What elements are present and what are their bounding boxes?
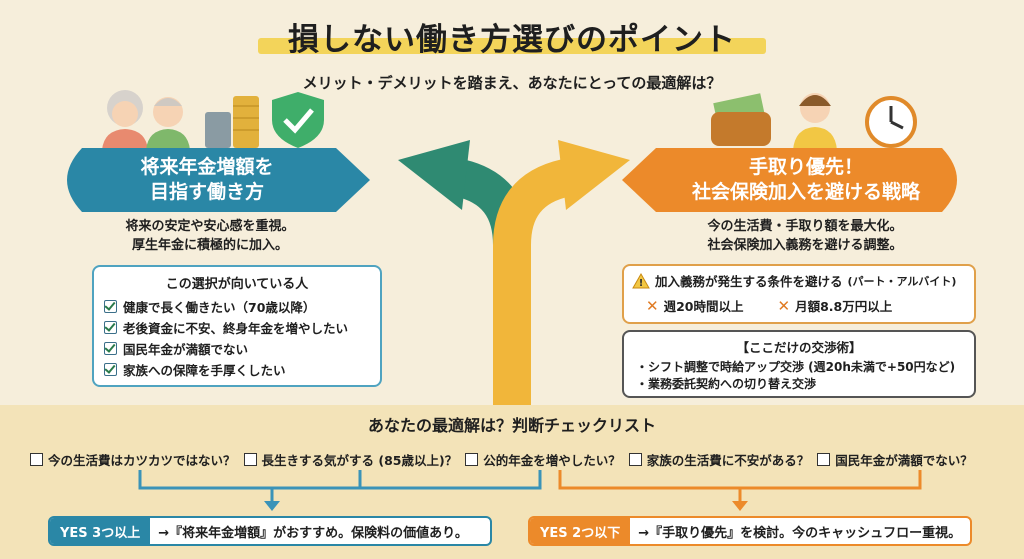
warning-title: 加入義務が発生する条件を避ける (655, 274, 843, 289)
clock-icon (865, 96, 917, 148)
list-item: 家族への保障を手厚くしたい (104, 359, 380, 380)
checkbox-icon (628, 453, 642, 466)
svg-text:!: ! (639, 278, 644, 289)
checkbox-checked-icon (104, 321, 117, 334)
checkbox-checked-icon (104, 363, 117, 376)
checkbox-icon (30, 453, 43, 466)
right-description: 今の生活費・手取り額を最大化。社会保険加入義務を避ける調整。 (707, 219, 903, 253)
list-item: 老後資金に不安、終身年金を増やしたい (104, 317, 380, 338)
left-description: 将来の安定や安心感を重視。厚生年金に積極的に加入。 (125, 219, 295, 253)
tip-item: ・業務委託契約への切り替え交渉 (636, 377, 817, 391)
left-banner-title: 将来年金増額を目指す働き方 (140, 156, 274, 203)
right-banner-shape (622, 148, 957, 212)
seniors-savings-illustration (102, 90, 324, 150)
tip-item: ・シフト調整で時給アップ交渉 (週20h未満で+50円など) (636, 360, 956, 374)
right-banner-title: 手取り優先！社会保険加入を避ける戦略 (691, 156, 920, 203)
list-item: 健康で長く働きたい（70歳以降） (104, 296, 380, 317)
checkbox-icon (243, 453, 257, 466)
warning-icon: ! (632, 272, 650, 289)
right-condition-box: ! 加入義務が発生する条件を避ける (パート・アルバイト) ✕週20時間以上 ✕… (622, 264, 976, 324)
shield-check-icon (272, 92, 324, 148)
tips-title: 【ここだけの交渉術】 (736, 340, 862, 355)
condition-income: ✕月額8.8万円以上 (777, 297, 893, 315)
result-right-tag: YES 2つ以下 (530, 518, 631, 544)
right-tips-box: 【ここだけの交渉術】 ・シフト調整で時給アップ交渉 (週20h未満で+50円など… (622, 330, 976, 398)
checklist-question[interactable]: 今の生活費はカツカツではない？ (30, 450, 236, 469)
wallet-woman-clock-illustration (711, 93, 917, 150)
warning-note: (パート・アルバイト) (847, 274, 957, 288)
checklist-question[interactable]: 国民年金が満額でない？ (817, 450, 973, 469)
page-subtitle: メリット・デメリットを踏まえ、あなたにとっての最適解は？ (302, 74, 722, 92)
checklist-question[interactable]: 公的年金を増やしたい？ (465, 450, 621, 469)
woman-with-phone-icon (793, 93, 837, 150)
cross-icon: ✕ (646, 297, 659, 315)
left-banner-shape (67, 148, 370, 212)
checklist-question[interactable]: 家族の生活費に不安がある？ (628, 450, 809, 469)
result-left-text: →『将来年金増額』がおすすめ。保険料の価値あり。 (158, 525, 468, 541)
checkbox-checked-icon (104, 342, 117, 355)
wallet-cash-icon (711, 93, 771, 146)
left-checklist-box: この選択が向いている人 健康で長く働きたい（70歳以降） 老後資金に不安、終身年… (92, 265, 382, 387)
result-right: YES 2つ以下 →『手取り優先』を検討。今のキャッシュフロー重視。 (528, 516, 972, 546)
checkbox-icon (817, 453, 831, 466)
condition-hours: ✕週20時間以上 (646, 297, 744, 315)
checklist-title: あなたの最適解は？判断チェックリスト (367, 416, 656, 435)
result-left: YES 3つ以上 →『将来年金増額』がおすすめ。保険料の価値あり。 (48, 516, 492, 546)
result-right-text: →『手取り優先』を検討。今のキャッシュフロー重視。 (638, 525, 962, 541)
title-highlight (258, 38, 766, 54)
checklist-question[interactable]: 長生きする気がする (85歳以上)？ (243, 450, 457, 469)
coin-stack-icon (205, 96, 259, 148)
checklist-questions: 今の生活費はカツカツではない？ 長生きする気がする (85歳以上)？ 公的年金を… (30, 450, 1020, 469)
checkbox-icon (465, 453, 479, 466)
list-item: 国民年金が満額でない (104, 338, 380, 359)
elderly-woman-icon (102, 90, 148, 150)
elderly-man-icon (146, 97, 190, 150)
checkbox-checked-icon (104, 300, 117, 313)
result-left-tag: YES 3つ以上 (50, 518, 151, 544)
left-box-title: この選択が向いている人 (165, 277, 309, 292)
cross-icon: ✕ (777, 297, 791, 315)
page-title: 損しない働き方選びのポイント (288, 22, 736, 58)
